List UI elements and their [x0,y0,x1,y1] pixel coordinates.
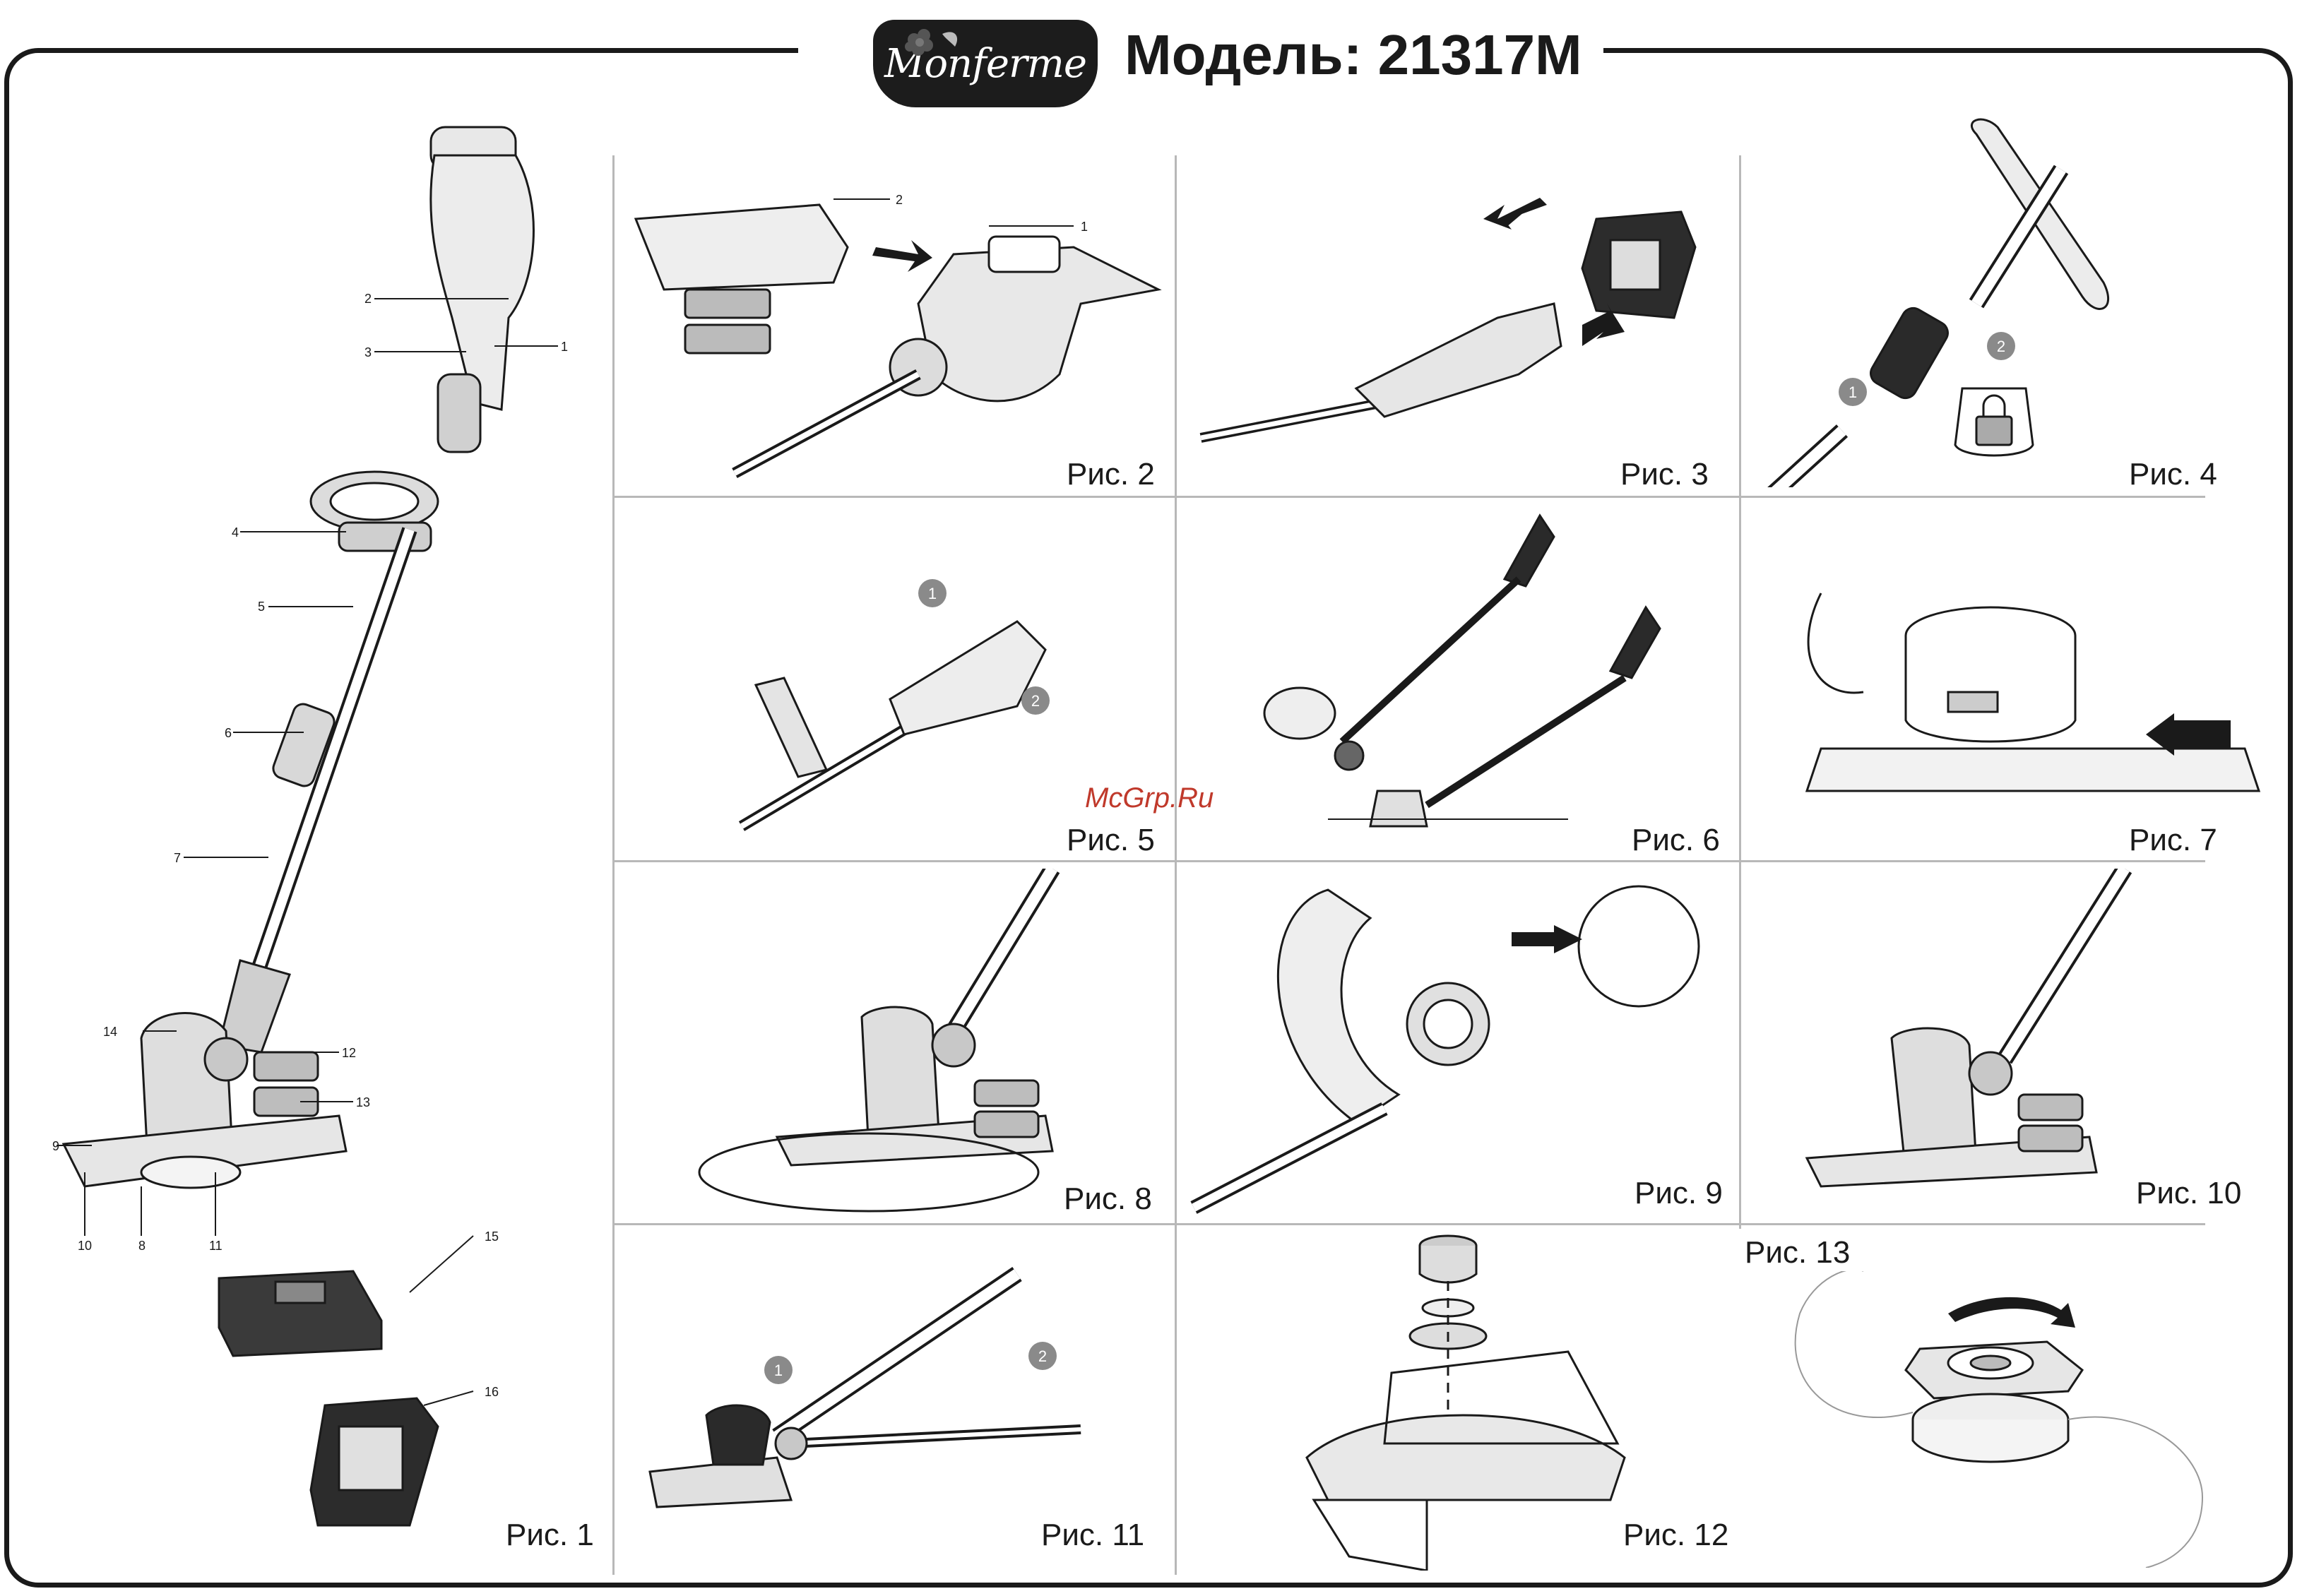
figure-label: Рис. 2 [1067,459,1155,490]
flower-icon [900,25,963,75]
figure-4-shaft-lock: 1 2 [1750,106,2287,487]
grid-divider [612,860,2205,862]
callout-label: 2 [364,292,372,305]
callout-label: 12 [342,1047,356,1059]
figure-label: Рис. 5 [1067,825,1155,856]
figure-label: Рис. 10 [2136,1178,2241,1209]
line-winding-drawing [1750,1271,2287,1568]
figure-label: Рис. 12 [1623,1520,1728,1551]
grid-divider [1739,155,1741,1229]
callout-label: 6 [225,727,232,739]
callout-label: 13 [356,1096,370,1109]
figure-label: Рис. 8 [1064,1184,1152,1215]
callout-label: 3 [364,346,372,359]
callout-label: 1 [561,340,568,353]
brand-logo: Monferme [873,20,1098,107]
step-badge-text: 2 [1031,692,1040,710]
step-badge-text: 1 [928,585,937,602]
grid-divider [612,496,2205,498]
figure-label: Рис. 7 [2129,825,2217,856]
edging-mode-drawing [1187,508,1738,854]
grid-divider [1175,155,1177,1575]
figure-label: Рис. 11 [1041,1520,1144,1551]
figure-13-line-winding [1750,1271,2287,1568]
callout-label: 15 [485,1230,499,1243]
callout-label: 8 [138,1239,146,1252]
figure-6-edging-mode [1187,508,1738,854]
trimmer-overview-drawing [42,106,607,1575]
figure-label: Рис. 13 [1745,1237,1850,1268]
figure-7-spool-release [1750,508,2287,854]
step-badge-text: 1 [1849,383,1857,401]
battery-insert-drawing [1187,162,1738,487]
shaft-lock-drawing: 1 2 [1750,106,2287,487]
step-badge-text: 2 [1997,338,2005,355]
step-badge-text: 2 [1038,1347,1047,1365]
callout-label: 1 [1081,220,1088,233]
figure-10-head-assembled [1750,869,2287,1215]
trim-position-drawing [622,869,1173,1215]
figure-8-trim-position [622,869,1173,1215]
callout-label: 2 [896,193,903,206]
callout-label: 7 [174,852,181,864]
head-assembled-drawing [1750,869,2287,1215]
guard-attach-drawing [622,162,1173,487]
step-badge-text: 1 [774,1362,783,1379]
figure-label: Рис. 3 [1620,459,1709,490]
guard-blade-drawing [1187,869,1738,1215]
figure-label: Рис. 9 [1634,1178,1723,1209]
figure-9-guard-blade [1187,869,1738,1215]
callout-label: 4 [232,526,239,539]
figure-label: Рис. 4 [2129,459,2217,490]
callout-label: 16 [485,1386,499,1398]
callout-label: 10 [78,1239,92,1252]
figure-3-battery-insert [1187,162,1738,487]
figure-1-trimmer-overview: 1 2 3 4 5 6 7 8 9 10 11 12 13 14 15 16 [42,106,607,1575]
callout-label: 14 [103,1025,117,1038]
callout-label: 11 [209,1239,223,1252]
callout-label: 5 [258,600,265,613]
watermark-text: McGrp.Ru [1085,782,1214,814]
page-title: Модель: 21317M [1125,27,1582,83]
figure-label: Рис. 6 [1632,825,1720,856]
callout-label: 9 [52,1140,59,1153]
grid-divider [612,1223,2205,1225]
figure-2-guard-attach: 2 1 [622,162,1173,487]
figure-label: Рис. 1 [506,1520,594,1551]
spool-release-drawing [1750,508,2287,854]
grid-divider [612,155,615,1575]
